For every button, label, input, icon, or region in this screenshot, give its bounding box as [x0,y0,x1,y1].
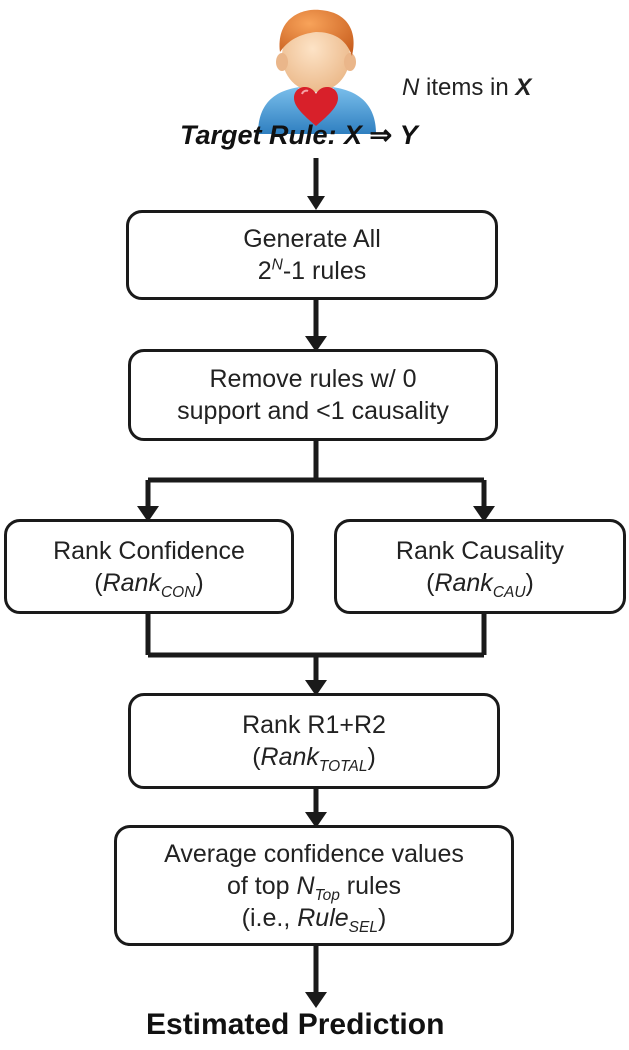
paren-open: ( [426,568,435,597]
rank-causality-line1: Rank Causality [395,536,565,565]
target-arrow: ⇒ [362,120,400,150]
rank-confidence-line2: (RankCON) [94,567,204,601]
paren-close: ) [195,568,204,597]
rank-causality-box: Rank Causality (RankCAU) [334,519,626,614]
generate-rest: -1 rules [282,257,367,285]
average-line3-prefix: (i.e., [241,903,298,932]
average-line2-suffix: rules [339,871,401,900]
rank-causality-line2: (RankCAU) [426,567,534,601]
rank-word: Rank [434,568,493,597]
rank-confidence-line1: Rank Confidence [53,536,245,565]
average-rule: Rule [297,903,349,932]
rank-total-box: Rank R1+R2 (RankTOTAL) [128,693,500,789]
paren-close: ) [367,743,376,771]
items-label: N items in X [402,74,531,102]
average-confidence-box: Average confidence values of top NTop ru… [114,825,514,946]
remove-line1: Remove rules w/ 0 [209,365,417,393]
generate-line2: 2N-1 rules [258,255,366,287]
rank-total-line2: (RankTOTAL) [252,741,376,775]
average-line2: of top NTop rules [227,870,401,904]
average-n-sub: Top [314,886,340,904]
target-rule-label: Target Rule: X ⇒ Y [180,120,418,151]
rank-sub: TOTAL [318,758,368,775]
average-n: N [296,871,315,900]
remove-line2: support and <1 causality [177,397,449,425]
paren-close: ) [525,568,534,597]
average-rule-sub: SEL [348,918,378,936]
generate-line1: Generate All [243,225,381,253]
generate-rules-box: Generate All 2N-1 rules [126,210,498,300]
rank-word: Rank [102,568,161,597]
paren-open: ( [252,743,261,771]
target-prefix: Target Rule: [180,120,345,150]
average-line3-suffix: ) [377,903,387,932]
average-line2-prefix: of top [227,871,297,900]
rank-sub: CON [160,583,196,601]
generate-exponent: N [271,256,283,274]
items-n: N [402,74,420,101]
rank-word: Rank [260,743,319,771]
rank-sub: CAU [492,583,526,601]
remove-rules-box: Remove rules w/ 0 support and <1 causali… [128,349,498,441]
estimated-prediction-label: Estimated Prediction [146,1008,445,1041]
items-text: items in [419,74,516,101]
split-connector [145,440,487,510]
generate-base: 2 [257,257,272,285]
average-line3: (i.e., RuleSEL) [241,902,387,936]
average-line1: Average confidence values [164,839,464,868]
paren-open: ( [94,568,103,597]
target-y: Y [399,120,418,150]
rank-confidence-box: Rank Confidence (RankCON) [4,519,294,614]
rank-total-line1: Rank R1+R2 [242,711,386,739]
items-x: X [515,74,532,101]
merge-connector [145,612,487,684]
user-heart-icon [258,9,376,134]
target-x: X [344,120,363,150]
